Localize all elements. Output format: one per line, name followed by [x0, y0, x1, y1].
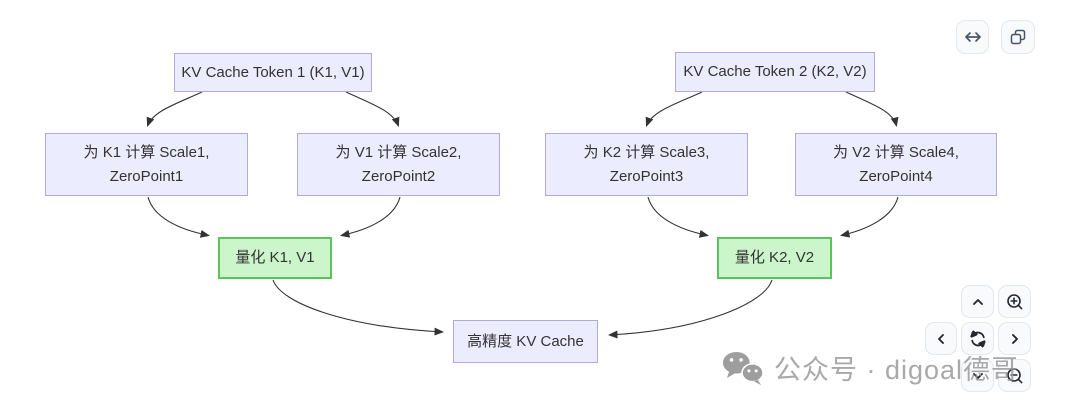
node-high-precision-kv-cache: 高精度 KV Cache [453, 320, 598, 363]
zoom-in-button[interactable] [998, 285, 1031, 318]
chevron-left-icon [938, 333, 944, 344]
zoom-out-icon [1006, 367, 1022, 383]
zoom-out-button[interactable] [998, 359, 1031, 392]
edge-token1-scale1 [146, 91, 203, 127]
edge-token2-scale4 [845, 91, 899, 127]
reset-view-button[interactable] [961, 322, 994, 355]
node-calc-scale3-zeropoint3: 为 K2 计算 Scale3, ZeroPoint3 [545, 133, 748, 196]
copy-icon [1010, 29, 1026, 45]
edge-quant1-cache [272, 279, 444, 336]
node-calc-scale1-zeropoint1: 为 K1 计算 Scale1, ZeroPoint1 [45, 133, 248, 196]
node-quantize-k2-v2: 量化 K2, V2 [717, 237, 832, 279]
edge-quant2-cache [608, 279, 773, 339]
reset-icon [968, 329, 988, 349]
node-kv-cache-token-1: KV Cache Token 1 (K1, V1) [174, 53, 372, 92]
node-calc-scale2-zeropoint2: 为 V1 计算 Scale2, ZeroPoint2 [297, 133, 500, 196]
chevron-right-icon [1011, 333, 1018, 344]
expand-width-button[interactable] [956, 20, 989, 54]
copy-button[interactable] [1001, 20, 1035, 54]
pan-down-button[interactable] [961, 359, 994, 392]
edge-scale2-quant1 [340, 196, 401, 238]
pan-right-button[interactable] [998, 322, 1031, 355]
edge-token1-scale2 [345, 91, 400, 127]
chevron-up-icon [972, 298, 983, 305]
edge-token2-scale3 [645, 91, 703, 127]
pan-left-button[interactable] [925, 322, 957, 355]
node-kv-cache-token-2: KV Cache Token 2 (K2, V2) [675, 52, 875, 92]
edge-scale4-quant2 [840, 196, 899, 238]
expand-horizontal-icon [964, 32, 981, 42]
node-quantize-k1-v1: 量化 K1, V1 [218, 237, 332, 279]
pan-up-button[interactable] [961, 285, 994, 318]
node-calc-scale4-zeropoint4: 为 V2 计算 Scale4, ZeroPoint4 [795, 133, 997, 196]
chevron-down-icon [972, 372, 983, 379]
edge-scale3-quant2 [647, 196, 709, 238]
edge-scale1-quant1 [147, 196, 210, 238]
zoom-in-icon [1006, 293, 1022, 309]
